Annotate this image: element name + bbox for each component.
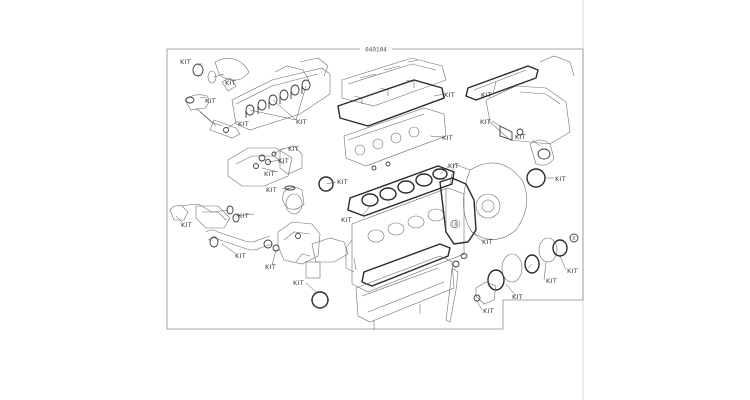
cylinder-block [345,187,465,293]
oil-pan [355,243,455,330]
rear-seal-housing [439,177,477,245]
thermostat-housing [282,185,305,215]
kit-callout: KIT [181,221,192,229]
diagram-frame [166,48,584,330]
egr-cooler [277,221,349,279]
kit-callout: KIT [482,238,493,246]
kit-callout: KIT [264,170,275,178]
crank-front-seal [526,168,546,188]
kit-callout: KIT [483,307,494,315]
egr-group [169,203,280,252]
kit-callout: KIT [567,267,578,275]
kit-callout: KIT [265,263,276,271]
exhaust-port-gaskets [245,79,311,118]
reference-number: 040104 [365,47,387,54]
front-housing [485,55,575,145]
kit-callout: KIT [180,58,191,66]
kit-callout: KIT [238,212,249,220]
callout-symbol-right: X [569,233,579,243]
callout-symbol-left: X [451,219,461,229]
svg-text:X: X [454,222,457,228]
cylinder-head [343,107,447,171]
flywheel-housing [449,162,528,240]
kit-callout: KIT [238,120,249,128]
leader-lines [175,62,567,311]
kit-callout: KIT [555,175,566,183]
reference-label-bg [360,44,392,54]
kit-callout: KIT [205,97,216,105]
front-cover-seal [311,291,329,309]
kit-callout: KIT [278,157,289,165]
oil-pump-seals [487,233,579,291]
kit-callout: KIT [512,293,523,301]
kit-callout: KIT [480,118,491,126]
kit-callout: KIT [444,91,455,99]
turbo-group [184,58,250,139]
kit-callout: KIT [481,91,492,99]
oil-cooler-group [227,145,303,187]
head-gasket [347,165,455,217]
kit-callout: KIT [266,186,277,194]
kit-callout: KIT [448,162,459,170]
kit-callouts: KIT KIT KIT KIT KIT KIT KIT KIT KIT KIT … [180,58,578,315]
intake-manifold [231,57,331,131]
kit-callout: KIT [337,178,348,186]
kit-callout: KIT [341,216,352,224]
kit-callout: KIT [293,279,304,287]
kit-callout: KIT [296,118,307,126]
water-pump-o-ring [318,176,334,192]
timing-cover-gasket [465,65,539,101]
kit-callout: KIT [235,252,246,260]
kit-callout: KIT [288,145,299,153]
injector-tube [445,260,497,323]
front-seal-cover [529,139,555,166]
svg-text:X: X [572,236,575,242]
kit-callout: KIT [546,277,557,285]
kit-callout: KIT [225,79,236,87]
kit-callout: KIT [515,133,526,141]
valve-cover-gasket [337,79,445,127]
small-o-rings [460,253,481,302]
kit-callout: KIT [442,134,453,142]
